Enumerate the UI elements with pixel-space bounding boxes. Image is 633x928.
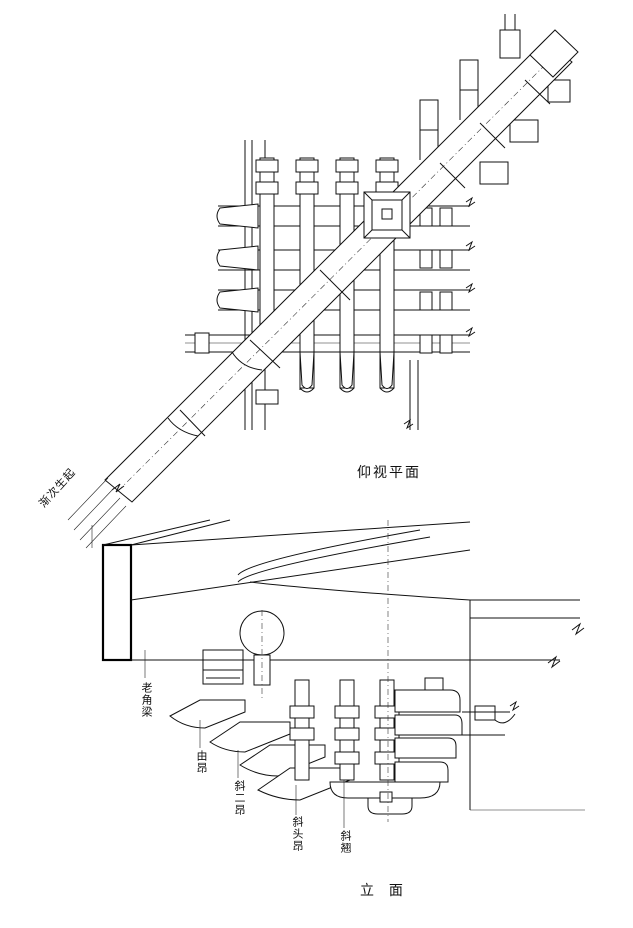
stepped-brackets [394, 677, 520, 783]
xie-tou-ang-label: 斜头昂 [291, 816, 304, 852]
you-ang-label: 由昂 [195, 750, 208, 774]
drum-stack [202, 649, 244, 685]
plan-view-title: 仰视平面 [357, 465, 421, 481]
plan-upper-brackets [419, 14, 571, 185]
plan-bracket-cups [194, 159, 453, 405]
bottom-lobes [329, 781, 441, 815]
plan-break-marks [403, 196, 476, 430]
bracket-columns [289, 679, 400, 781]
elevation-view-title: 立 面 [360, 883, 405, 899]
xie-er-ang-label: 斜二昂 [233, 780, 246, 816]
xie-qiao-label: 斜翘 [339, 830, 352, 854]
plan-ang-heads [216, 203, 395, 389]
elevation-view [101, 519, 585, 828]
jianci-dimension [67, 477, 127, 549]
plan-central-block [363, 191, 411, 239]
lao-jiao-liang-label: 老角梁 [140, 682, 153, 718]
round-ball [239, 610, 285, 686]
plan-diagonal-beam [104, 29, 579, 503]
label-leaders [144, 650, 585, 828]
plan-view [67, 14, 579, 549]
